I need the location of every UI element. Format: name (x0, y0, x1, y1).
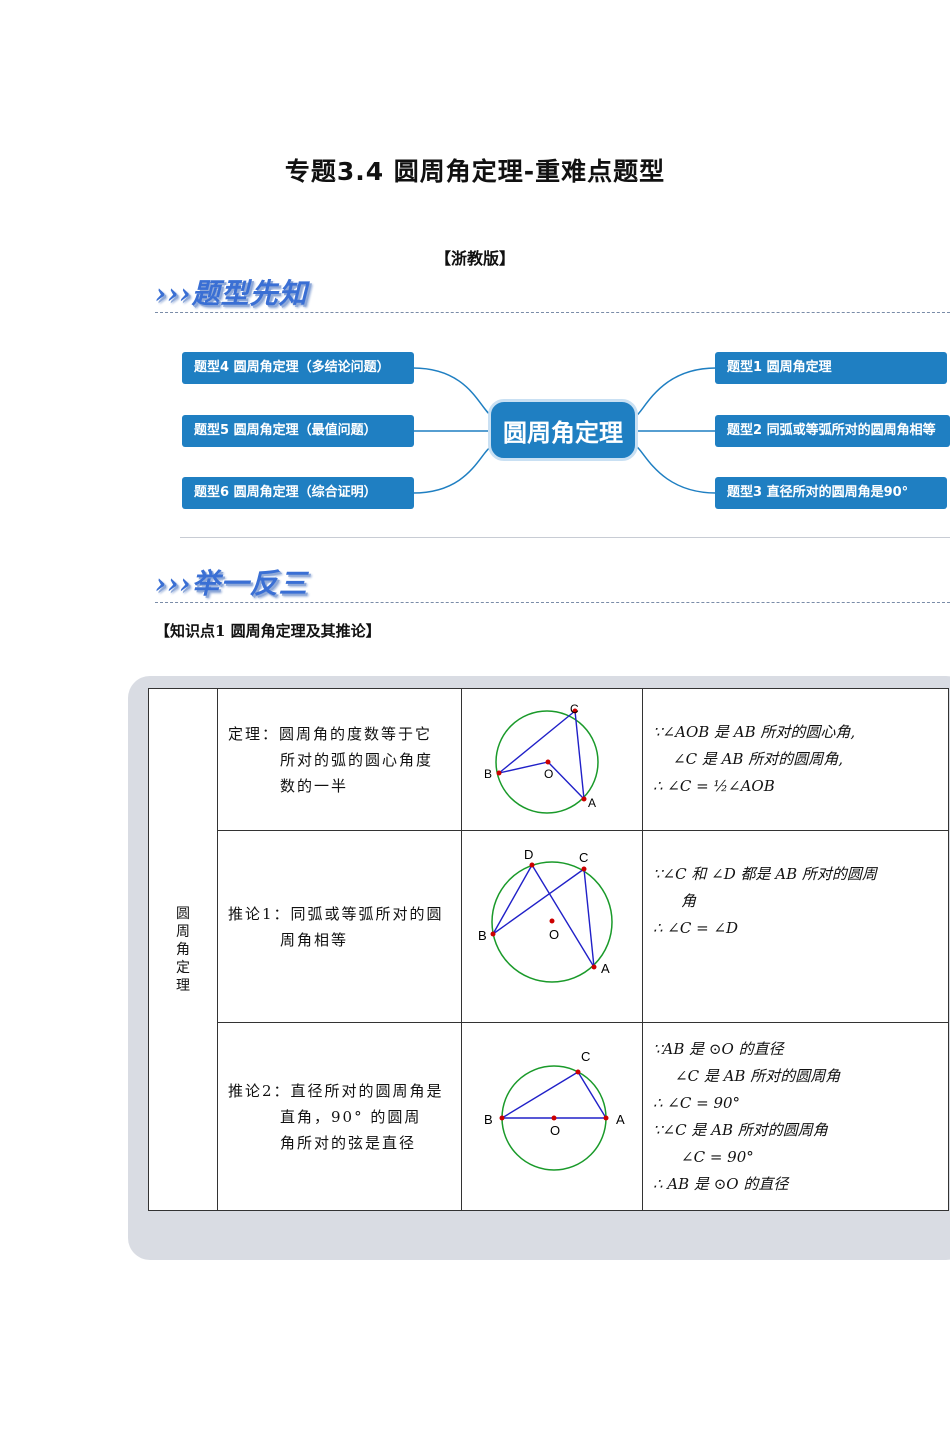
theorem-text: 周角相等 (280, 930, 349, 949)
category-cell: 圆周角定理 (148, 688, 218, 1211)
point-d-label: D (524, 847, 533, 862)
point-o-label: O (550, 1123, 560, 1138)
theorem-text: 定理：圆周角的度数等于它 (228, 724, 433, 743)
point-b-label: B (478, 928, 487, 943)
point-a-label: A (601, 961, 610, 976)
point-a-label: A (616, 1112, 625, 1127)
mindmap-item-type2: 题型2 同弧或等弧所对的圆周角相等 (715, 415, 950, 447)
point-b-label: B (484, 767, 492, 781)
point-c-label: C (579, 850, 588, 865)
banner-preview: ›››题型先知 (155, 277, 308, 310)
theorem-cell: 推论1：同弧或等弧所对的圆 周角相等 (217, 830, 462, 1023)
theorem-cell: 推论2：直径所对的圆周角是 直角，90° 的圆周 角所对的弦是直径 (217, 1022, 462, 1211)
theorem-text: 推论1：同弧或等弧所对的圆 (228, 904, 444, 923)
mindmap-item-type3: 题型3 直径所对的圆周角是90° (715, 477, 947, 509)
mindmap-item-type6: 题型6 圆周角定理（综合证明） (182, 477, 414, 509)
point-o-label: O (549, 927, 559, 942)
same-arc-figure: B D C A O (478, 847, 613, 983)
mindmap-item-type5: 题型5 圆周角定理（最值问题） (182, 415, 414, 447)
proof-cell: ∵∠C 和 ∠D 都是 AB 所对的圆周 角 ∴ ∠C = ∠D (642, 830, 949, 1023)
figure-cell: B A C O (461, 1022, 643, 1211)
page-title: 专题3.4 圆周角定理-重难点题型 (284, 157, 666, 186)
theorem-cell: 定理：圆周角的度数等于它 所对的弧的圆心角度 数的一半 (217, 688, 462, 831)
proof-line: ∴ ∠C = ∠D (653, 919, 739, 937)
point-o-label: O (544, 767, 553, 781)
proof-line: 角 (681, 892, 697, 910)
banner-practice: ›››举一反三 (155, 567, 308, 600)
category-label: 圆周角定理 (176, 905, 190, 994)
proof-line: ∵∠C 是 AB 所对的圆周角 (653, 1120, 828, 1139)
section-divider (180, 537, 950, 538)
proof-cell: ∵∠AOB 是 AB 所对的圆心角, ∠C 是 AB 所对的圆周角, ∴ ∠C … (642, 688, 949, 831)
proof-line: ∠C = 90° (681, 1147, 754, 1166)
proof-line: ∴ AB 是 ⊙O 的直径 (653, 1174, 789, 1193)
inscribed-angle-figure: B C A O (484, 702, 599, 814)
proof-line: ∠C 是 AB 所对的圆周角, (673, 750, 843, 768)
point-c-label: C (581, 1049, 590, 1064)
diameter-figure: B A C O (484, 1049, 625, 1171)
theorem-text: 角所对的弦是直径 (280, 1133, 417, 1152)
theorem-text: 所对的弧的圆心角度 (280, 750, 434, 769)
dashed-divider (155, 312, 950, 313)
figure-cell: B D C A O (461, 830, 643, 1023)
mindmap-center: 圆周角定理 (488, 399, 638, 461)
theorem-text: 直角，90° 的圆周 (280, 1107, 422, 1126)
mindmap-item-type4: 题型4 圆周角定理（多结论问题） (182, 352, 414, 384)
proof-line: ∵AB 是 ⊙O 的直径 (653, 1039, 784, 1058)
proof-line: ∵∠C 和 ∠D 都是 AB 所对的圆周 (653, 865, 877, 883)
point-b-label: B (484, 1112, 493, 1127)
figure-cell: B C A O (461, 688, 643, 831)
theorem-text: 数的一半 (280, 776, 349, 795)
theorem-text: 推论2：直径所对的圆周角是 (228, 1081, 444, 1100)
proof-line: ∴ ∠C = 90° (653, 1093, 741, 1112)
point-a-label: A (588, 796, 596, 810)
point-c-label: C (570, 702, 579, 716)
proof-line: ∵∠AOB 是 AB 所对的圆心角, (653, 723, 856, 741)
dashed-divider (155, 602, 950, 603)
edition-label: 【浙教版】 (434, 249, 515, 268)
proof-cell: ∵AB 是 ⊙O 的直径 ∠C 是 AB 所对的圆周角 ∴ ∠C = 90° ∵… (642, 1022, 949, 1211)
mindmap-item-type1: 题型1 圆周角定理 (715, 352, 947, 384)
proof-line: ∠C 是 AB 所对的圆周角 (675, 1066, 841, 1085)
knowledge-point-heading: 【知识点1 圆周角定理及其推论】 (155, 622, 381, 640)
knowledge-table: 圆周角定理 定理：圆周角的度数等于它 所对的弧的圆心角度 数的一半 B C A … (148, 688, 949, 1211)
proof-line: ∴ ∠C = ½∠AOB (653, 777, 775, 795)
